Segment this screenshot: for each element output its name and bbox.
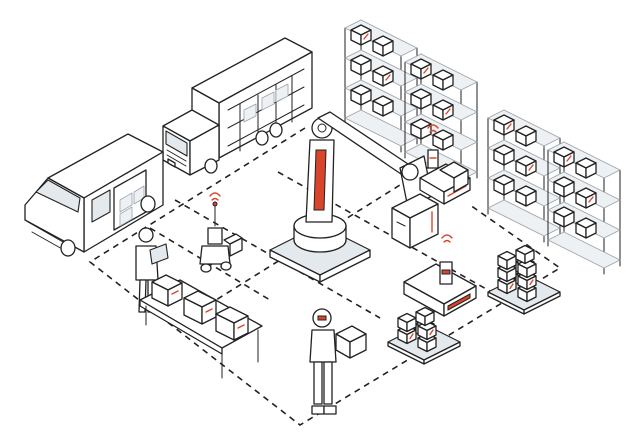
shelf-level xyxy=(487,199,561,237)
box-front xyxy=(524,249,535,265)
small-delivery-robot xyxy=(199,192,243,273)
box-label xyxy=(429,329,434,336)
packing-table xyxy=(139,274,263,379)
agv-robot-with-boxes xyxy=(419,124,471,205)
box-front xyxy=(360,59,372,76)
van-side-window xyxy=(91,189,111,223)
worker-head xyxy=(138,227,154,243)
box-label xyxy=(588,196,594,203)
warehouse-shelf-icon xyxy=(487,109,561,243)
truck-wheel xyxy=(269,122,283,138)
pallet-icon xyxy=(487,244,561,315)
box-front xyxy=(382,40,394,57)
delivery-truck xyxy=(162,37,313,176)
truck-wheel xyxy=(204,158,218,174)
box-front xyxy=(360,89,372,106)
pallet-icon xyxy=(387,306,461,365)
box-front xyxy=(382,100,394,117)
box-label xyxy=(566,155,572,162)
box-label xyxy=(509,283,514,290)
humanoid-robot xyxy=(309,308,367,415)
box-label xyxy=(445,108,451,115)
box-label xyxy=(528,164,534,171)
parcel-box-row xyxy=(151,274,249,341)
wifi-signal-icon xyxy=(427,124,439,133)
box-front xyxy=(585,162,597,179)
delivery-van xyxy=(24,133,164,257)
warehouse-shelves xyxy=(344,19,621,275)
box-label xyxy=(385,74,391,81)
van-wheel xyxy=(140,195,156,213)
box-label xyxy=(409,333,414,340)
box-label xyxy=(423,67,429,74)
box-front xyxy=(563,181,575,198)
box-front xyxy=(442,134,454,151)
robotic-arm xyxy=(269,111,439,283)
box-front xyxy=(563,211,575,228)
van-wheel xyxy=(60,239,76,257)
agv-robot xyxy=(403,234,477,317)
shelf-level xyxy=(344,109,418,147)
box-front xyxy=(506,255,517,271)
box-front xyxy=(503,149,515,166)
warehouse-shelf-icon xyxy=(547,141,621,275)
shelf-level xyxy=(547,231,621,269)
pallets-with-boxes xyxy=(387,244,561,365)
truck-windshield xyxy=(165,130,188,157)
truck-cargo-boxes xyxy=(243,83,289,123)
box-front xyxy=(503,179,515,196)
box-front xyxy=(406,317,417,333)
warehouse-shelf-icon xyxy=(404,53,478,187)
box-front xyxy=(442,74,454,91)
van-windshield xyxy=(35,179,81,213)
box-front xyxy=(506,267,517,283)
box-front xyxy=(526,287,537,303)
box-front xyxy=(525,130,537,147)
box-front xyxy=(526,263,537,279)
worker-with-tablet xyxy=(135,227,169,313)
tablet-icon xyxy=(149,243,169,265)
wifi-signal-icon xyxy=(441,234,453,243)
box-front xyxy=(525,190,537,207)
box-label xyxy=(506,123,512,130)
box-front xyxy=(585,222,597,239)
box-front xyxy=(420,93,432,110)
wifi-signal-icon xyxy=(209,192,221,201)
box-front xyxy=(424,311,435,327)
box-front xyxy=(426,337,437,353)
warehouse-shelf-icon xyxy=(344,19,418,153)
box-label xyxy=(363,33,369,40)
truck-wheel xyxy=(255,130,269,146)
arm-accent-stripe xyxy=(313,149,327,211)
box-label xyxy=(529,279,534,286)
